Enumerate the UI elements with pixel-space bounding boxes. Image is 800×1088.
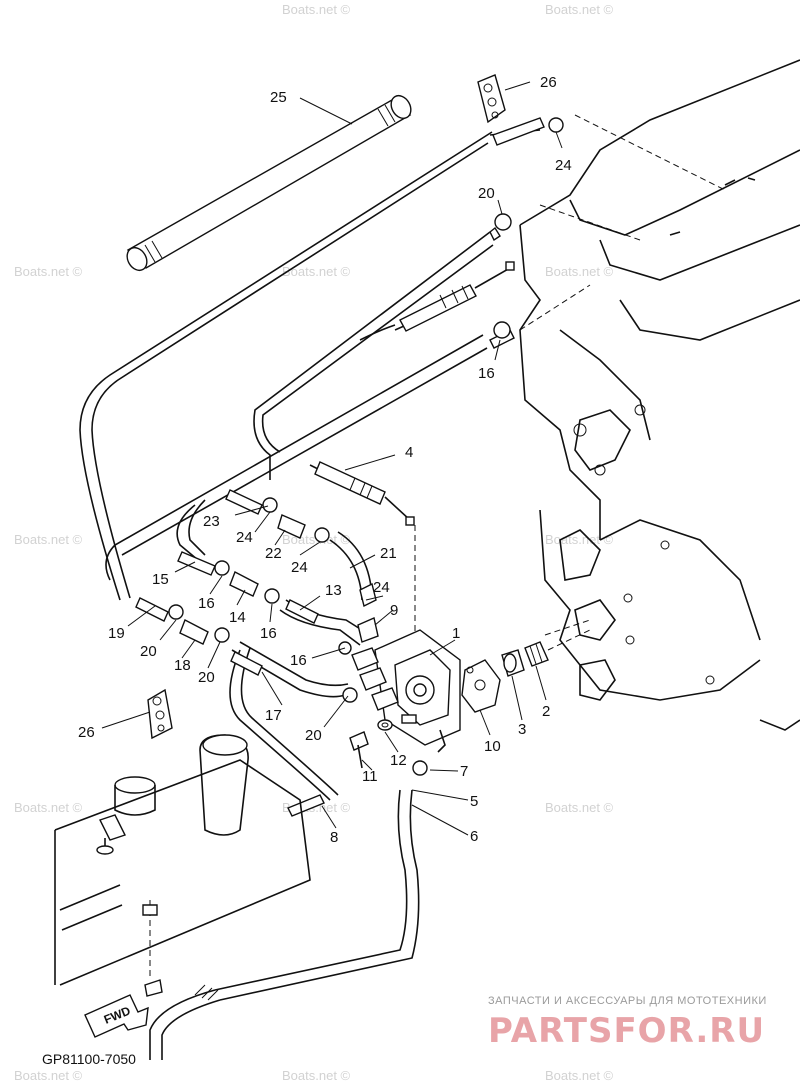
engine-block [519, 59, 800, 731]
callout-6: 6 [470, 828, 478, 845]
pump-collar-3 [501, 649, 525, 677]
callout-16: 16 [478, 365, 495, 382]
callout-15: 15 [152, 571, 169, 588]
callout-24: 24 [555, 157, 572, 174]
callout-24: 24 [236, 529, 253, 546]
watermark: Boats.net © [14, 1068, 83, 1083]
callout-16: 16 [260, 625, 277, 642]
watermark: Boats.net © [545, 800, 614, 815]
callout-3: 3 [518, 721, 526, 738]
callout-2: 2 [542, 703, 550, 720]
callout-9: 9 [390, 602, 398, 619]
callout-20: 20 [305, 727, 322, 744]
callout-leaders [101, 81, 563, 836]
forward-arrow: FWD [84, 994, 149, 1038]
oil-tank [54, 734, 311, 1001]
callout-23: 23 [203, 513, 220, 530]
pump-bolt-11 [349, 731, 369, 769]
watermark: Boats.net © [14, 264, 83, 279]
callout-18: 18 [174, 657, 191, 674]
callout-26: 26 [78, 724, 95, 741]
callout-16: 16 [198, 595, 215, 612]
callout-11: 11 [362, 768, 378, 785]
hose-25 [126, 94, 412, 272]
oil-pump-cable [309, 261, 515, 690]
callout-20: 20 [140, 643, 157, 660]
callout-10: 10 [484, 738, 501, 755]
callout-13: 13 [325, 582, 342, 599]
grommet-26-top [477, 74, 506, 124]
callout-22: 22 [265, 545, 282, 562]
watermark: Boats.net © [14, 532, 83, 547]
callout-5: 5 [470, 793, 478, 810]
pump-gasket-10 [461, 659, 501, 713]
callout-1: 1 [452, 625, 460, 642]
callout-8: 8 [330, 829, 338, 846]
callout-24: 24 [291, 559, 308, 576]
callout-12: 12 [390, 752, 407, 769]
watermark: Boats.net © [282, 264, 351, 279]
hose-segments [135, 117, 545, 817]
callout-16: 16 [290, 652, 307, 669]
callout-labels: 25 26 24 20 16 4 23 24 22 24 21 15 16 14… [78, 74, 572, 846]
hose-clamps [168, 117, 564, 776]
diagram-code: GP81100-7050 [42, 1051, 136, 1067]
watermark: Boats.net © [545, 1068, 614, 1083]
brand-logo: PARTSFOR.RU [488, 1011, 765, 1051]
callout-7: 7 [460, 763, 468, 780]
watermark: Boats.net © [545, 2, 614, 17]
watermark: Boats.net © [282, 2, 351, 17]
callout-20: 20 [478, 185, 495, 202]
watermark: Boats.net © [545, 264, 614, 279]
brand-tagline: ЗАПЧАСТИ И АКСЕССУАРЫ ДЛЯ МОТОТЕХНИКИ [488, 995, 767, 1007]
oil-hose-routing [79, 129, 541, 1060]
callout-26: 26 [540, 74, 557, 91]
watermark: Boats.net © [14, 800, 83, 815]
callout-17: 17 [265, 707, 282, 724]
callout-20: 20 [198, 669, 215, 686]
callout-25: 25 [270, 89, 287, 106]
callout-21: 21 [380, 545, 397, 562]
callout-14: 14 [229, 609, 246, 626]
grommet-26-left [147, 688, 173, 740]
watermark: Boats.net © [282, 1068, 351, 1083]
oil-pump [351, 629, 461, 753]
pump-oring-2 [524, 629, 591, 667]
watermark: Boats.net © [545, 532, 614, 547]
washer-12 [377, 719, 393, 731]
callout-24: 24 [373, 579, 390, 596]
callout-19: 19 [108, 625, 125, 642]
callout-4: 4 [405, 444, 413, 461]
